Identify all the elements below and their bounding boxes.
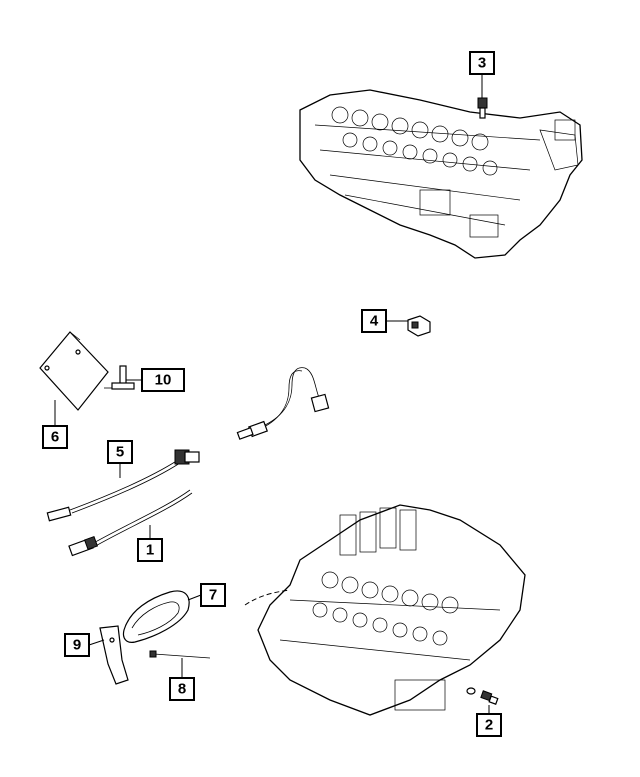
callout-6[interactable]: 6 — [42, 425, 68, 449]
part-8-tie-strap — [149, 650, 211, 659]
callout-2[interactable]: 2 — [476, 713, 502, 737]
callout-4-label: 4 — [370, 313, 379, 330]
callout-1-label: 1 — [146, 542, 154, 559]
part-1-oxygen-sensor — [68, 489, 193, 557]
part-4-connector — [407, 315, 431, 337]
callout-5[interactable]: 5 — [107, 440, 133, 464]
upper-engine-illustration — [299, 89, 583, 259]
part-5-oxygen-sensor — [46, 449, 200, 522]
callout-7[interactable]: 7 — [200, 583, 226, 607]
callout-3-label: 3 — [478, 55, 486, 72]
part-9-bracket — [99, 625, 129, 685]
oxygen-sensor-illustration — [236, 367, 330, 440]
callout-10-label: 10 — [155, 372, 172, 389]
callout-5-label: 5 — [116, 444, 124, 461]
callout-9-label: 9 — [73, 637, 81, 654]
part-2-sensor — [466, 687, 499, 705]
lower-engine-illustration — [244, 504, 526, 716]
callout-8-label: 8 — [178, 681, 186, 698]
callout-3[interactable]: 3 — [469, 51, 495, 75]
callout-8[interactable]: 8 — [169, 677, 195, 701]
callout-6-label: 6 — [51, 429, 59, 446]
leader-lines — [54, 74, 490, 714]
callout-4[interactable]: 4 — [361, 309, 387, 333]
part-6-heat-shield — [39, 331, 109, 411]
callout-7-label: 7 — [209, 587, 217, 604]
callout-9[interactable]: 9 — [64, 633, 90, 657]
callout-1[interactable]: 1 — [137, 538, 163, 562]
callout-10[interactable]: 10 — [141, 368, 185, 392]
part-10-fastener — [104, 365, 135, 390]
callout-2-label: 2 — [485, 717, 493, 734]
part-7-bracket — [122, 590, 190, 643]
